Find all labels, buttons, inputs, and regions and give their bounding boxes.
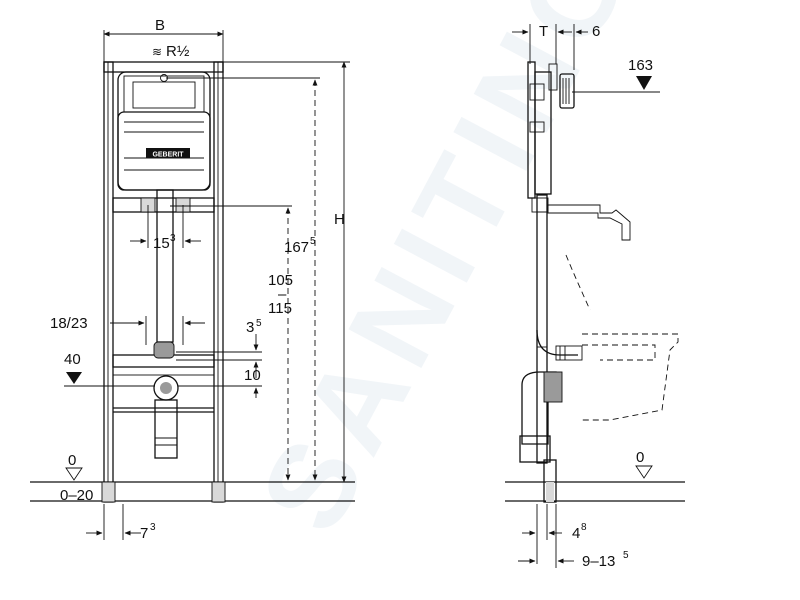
drain-elbow: [521, 371, 557, 445]
brand-label: GEBERIT: [152, 152, 184, 159]
label-10: 10: [244, 367, 261, 384]
front-view: GEBERIT B R½ ≋ H: [30, 17, 355, 542]
floor-marker-0: [65, 467, 83, 481]
frame-post-left: [103, 61, 114, 503]
label-167-sup: 5: [310, 236, 316, 247]
label-0-left: 0: [68, 452, 76, 469]
flush-outlet: [153, 341, 175, 359]
label-105: 105: [268, 272, 293, 289]
watermark: SANITINO: [235, 0, 660, 552]
label-115: 115: [268, 300, 292, 317]
label-0-20: 0–20: [60, 487, 93, 504]
label-40: 40: [64, 351, 81, 368]
flush-pipe: [156, 189, 174, 343]
label-r: R½: [166, 43, 190, 60]
brand-plate: [146, 148, 190, 158]
label-6: 6: [592, 23, 600, 40]
floor-marker-0-right: [635, 465, 653, 479]
level-marker-40: [66, 372, 82, 384]
label-3: 3: [246, 319, 254, 336]
side-frame-post: [536, 194, 548, 464]
label-0-right: 0: [636, 449, 644, 466]
label-dash: –: [278, 286, 287, 303]
label-7-sup: 3: [150, 522, 156, 533]
foot-left: [101, 481, 116, 503]
label-15: 15: [153, 235, 170, 252]
flush-plate: [559, 73, 575, 109]
label-9-13-sup: 5: [623, 550, 629, 561]
label-4-sup: 8: [581, 522, 587, 533]
watermark-text: SANITINO: [235, 0, 660, 552]
water-supply-icon: ≋: [152, 45, 162, 59]
support-bolt: [547, 204, 631, 241]
label-b: B: [155, 17, 165, 34]
label-18-23: 18/23: [50, 315, 88, 332]
drain-pipe: [154, 399, 178, 459]
cistern-body: [117, 71, 211, 191]
frame-top-rail: [103, 61, 224, 73]
label-h: H: [334, 211, 345, 228]
label-t: T: [539, 23, 548, 40]
side-view: T 6 163 0 4 8 9–13 5: [505, 23, 685, 570]
toilet-bowl: [582, 333, 679, 421]
drain-socket: [519, 435, 551, 463]
label-7: 7: [140, 525, 148, 542]
label-9-13: 9–13: [582, 553, 615, 570]
frame-mid-rail: [112, 197, 215, 213]
frame-post-right: [213, 61, 224, 503]
label-15-sup: 3: [170, 233, 176, 244]
label-4: 4: [572, 525, 580, 542]
label-163: 163: [628, 57, 653, 74]
side-cistern: [534, 71, 552, 195]
label-3-sup: 5: [256, 318, 262, 329]
level-marker-163: [636, 76, 652, 90]
flush-pipe-side: [536, 329, 578, 356]
foot-right: [211, 481, 226, 503]
